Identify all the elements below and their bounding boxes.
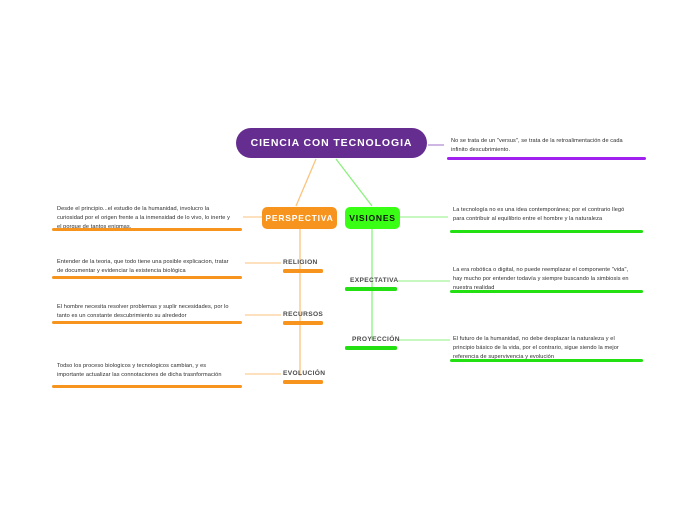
proyeccion-note-bar xyxy=(450,359,643,363)
religion-note-bar xyxy=(52,276,242,280)
evolucion-note-bar xyxy=(52,385,242,389)
expectativa-note-text: La era robótica o digital, no puede reem… xyxy=(453,267,629,291)
branch-perspectiva-label: PERSPECTIVA xyxy=(265,213,334,223)
root-note-bar xyxy=(447,157,646,161)
sublabel-expectativa-bar xyxy=(345,287,397,291)
sublabel-evolucion[interactable]: EVOLUCIÓN xyxy=(283,370,326,377)
branch-visiones[interactable]: VISIONES xyxy=(345,207,400,229)
sublabel-recursos-bar xyxy=(283,321,323,325)
recursos-note-bar xyxy=(52,321,242,325)
sublabel-evolucion-bar xyxy=(283,380,323,384)
sublabel-religion-bar xyxy=(283,269,323,273)
expectativa-note-bar xyxy=(450,290,643,294)
visiones-note-text: La tecnología no es una idea contemporán… xyxy=(453,207,625,222)
recursos-note-text: El hombre necesita resolver problemas y … xyxy=(57,304,229,319)
perspectiva-note-text: Desde el principio...el estudio de la hu… xyxy=(57,206,230,230)
proyeccion-note-text: El futuro de la humanidad, no debe despl… xyxy=(453,336,619,360)
root-node[interactable]: CIENCIA CON TECNOLOGIA xyxy=(236,128,427,158)
perspectiva-note-bar xyxy=(52,228,242,232)
sublabel-proyeccion[interactable]: PROYECCIÓN xyxy=(352,336,400,343)
branch-perspectiva[interactable]: PERSPECTIVA xyxy=(262,207,337,229)
sublabel-proyeccion-bar xyxy=(345,346,397,350)
root-node-label: CIENCIA CON TECNOLOGIA xyxy=(250,137,413,149)
sublabel-recursos[interactable]: RECURSOS xyxy=(283,311,324,318)
sublabel-expectativa[interactable]: EXPECTATIVA xyxy=(350,277,399,284)
religion-note-text: Entender de la teoria, que todo tiene un… xyxy=(57,259,229,274)
evolucion-note-text: Todso los proceso biologicos y tecnologi… xyxy=(57,363,222,378)
visiones-note-bar xyxy=(450,230,643,234)
root-note-text: No se trata de un "versus", se trata de … xyxy=(451,138,623,153)
branch-visiones-label: VISIONES xyxy=(349,213,396,223)
sublabel-religion[interactable]: RELIGION xyxy=(283,259,318,266)
